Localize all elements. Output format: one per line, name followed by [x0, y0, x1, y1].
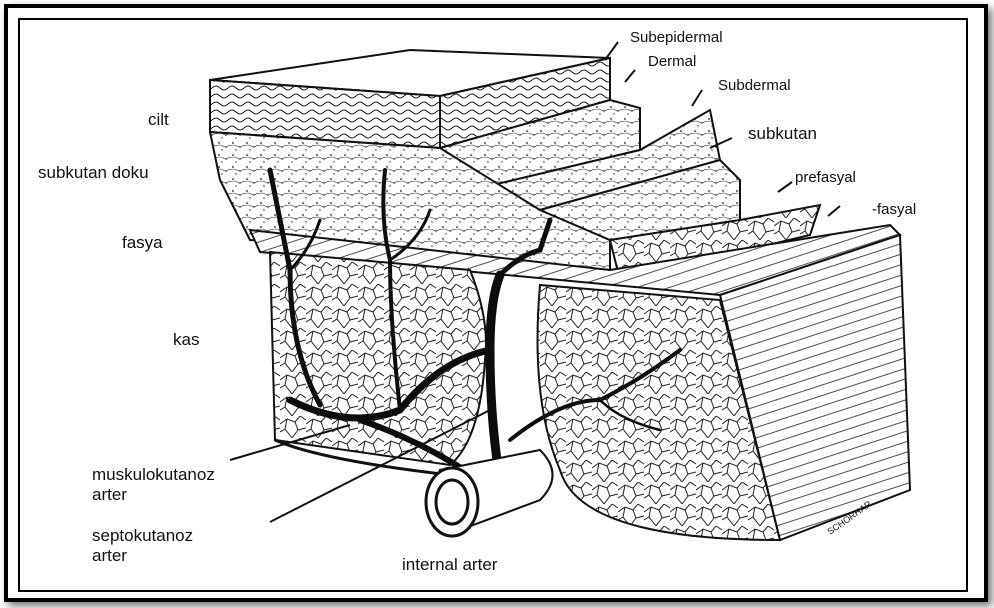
diagram-panel: SCHORHAR cilt subkutan doku fasya kas mu…	[18, 18, 968, 592]
label-subkutan: subkutan	[748, 124, 817, 144]
label-cilt: cilt	[148, 110, 169, 130]
label-fasyal: -fasyal	[872, 200, 916, 220]
label-prefasyal: prefasyal	[795, 168, 856, 188]
label-internal-arter: internal arter	[402, 555, 497, 575]
label-subepidermal: Subepidermal	[630, 28, 723, 48]
label-dermal: Dermal	[648, 52, 696, 72]
label-muskulokutanoz-arter: muskulokutanoz arter	[92, 465, 222, 505]
label-kas: kas	[173, 330, 199, 350]
label-fasya: fasya	[122, 233, 163, 253]
diagram-frame: SCHORHAR cilt subkutan doku fasya kas mu…	[4, 4, 988, 602]
label-subkutan-doku: subkutan doku	[38, 163, 149, 183]
label-septokutanoz-arter: septokutanoz arter	[92, 526, 222, 566]
label-subdermal: Subdermal	[718, 76, 791, 96]
